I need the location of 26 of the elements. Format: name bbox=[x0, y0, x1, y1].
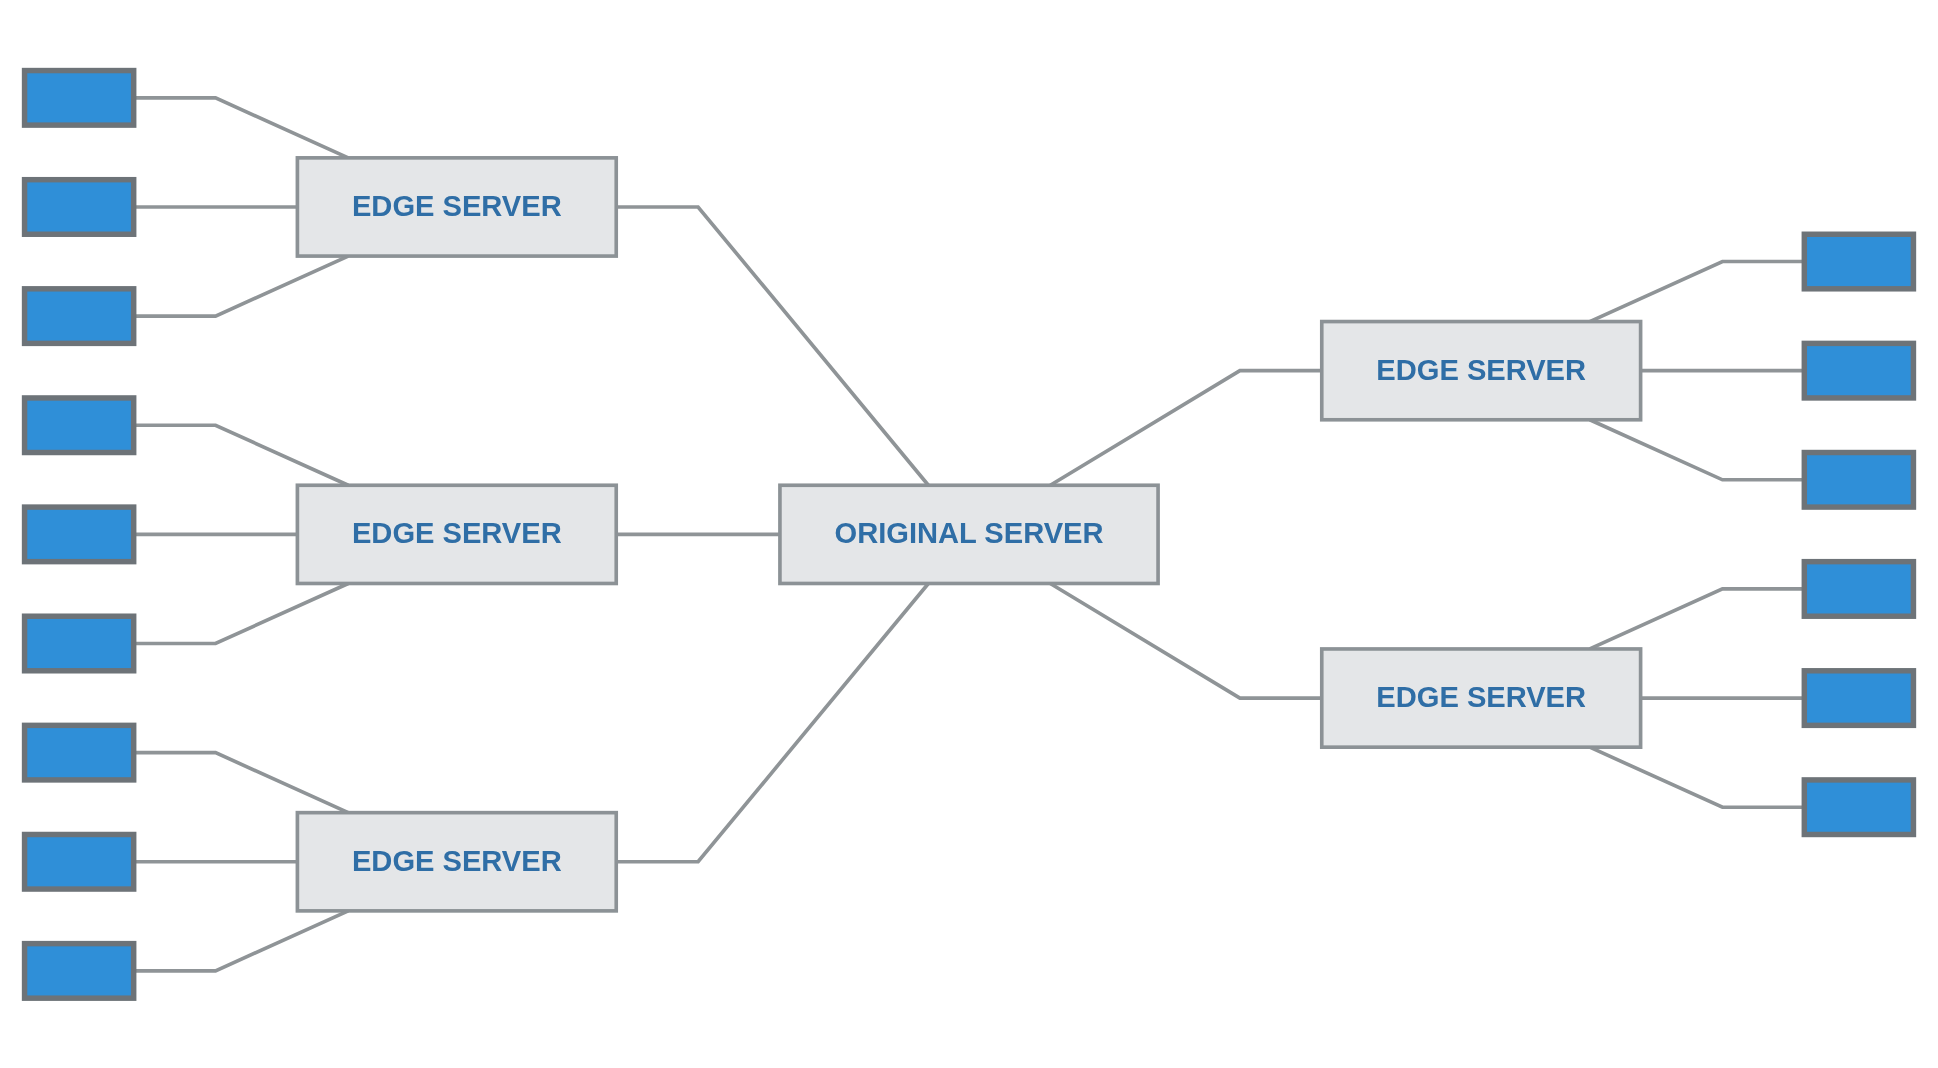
node-box bbox=[1801, 776, 1917, 837]
node-box bbox=[21, 503, 137, 564]
connector bbox=[133, 532, 298, 536]
node-box bbox=[21, 940, 137, 1001]
node-box bbox=[21, 613, 137, 674]
connector bbox=[133, 204, 298, 209]
node-box bbox=[21, 285, 137, 346]
node-box bbox=[21, 831, 137, 892]
node-box: EDGE SERVER bbox=[295, 155, 619, 258]
node-box: EDGE SERVER bbox=[295, 483, 619, 585]
node-box bbox=[21, 394, 137, 455]
connector bbox=[1640, 695, 1805, 700]
node-box bbox=[1801, 449, 1917, 510]
connector bbox=[1640, 368, 1805, 373]
node-box bbox=[1801, 231, 1917, 292]
node-box bbox=[21, 67, 137, 128]
node-box: EDGE SERVER bbox=[1319, 319, 1643, 422]
connector bbox=[133, 859, 298, 864]
node-box bbox=[21, 176, 137, 237]
node-box: ORIGINAL SERVER bbox=[778, 483, 1160, 585]
node-box bbox=[21, 722, 137, 783]
node-box: EDGE SERVER bbox=[1319, 646, 1643, 749]
node-box bbox=[1801, 667, 1917, 728]
node-box bbox=[1801, 558, 1917, 619]
node-box bbox=[1801, 340, 1917, 401]
node-box: EDGE SERVER bbox=[295, 810, 619, 913]
